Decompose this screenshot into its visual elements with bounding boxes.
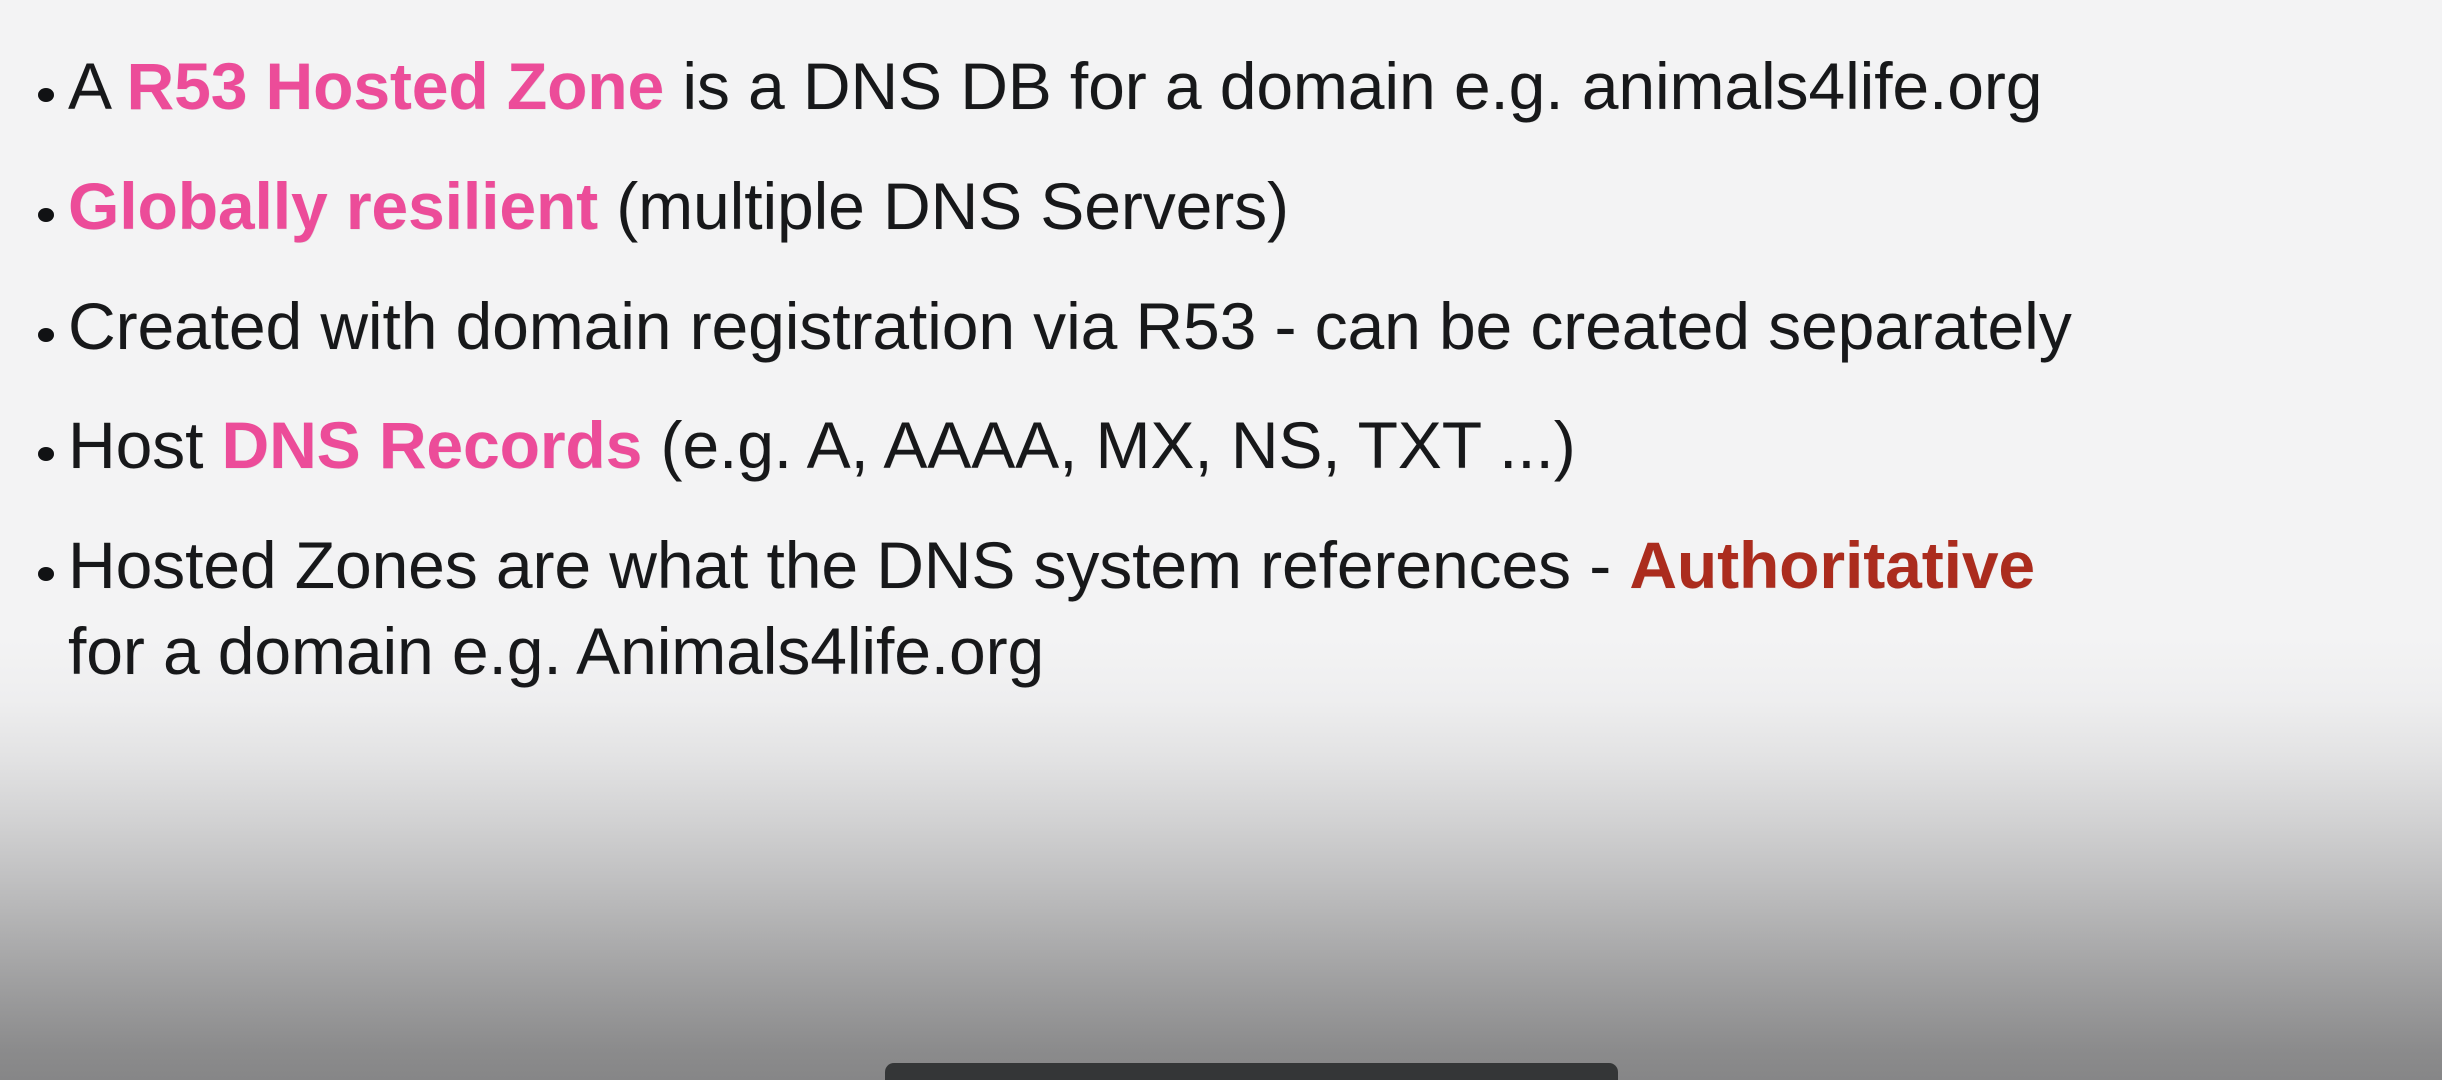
- text-segment-plain: (e.g. A, AAAA, MX, NS, TXT ...): [642, 408, 1576, 483]
- highlight-authoritative: Authoritative: [1629, 528, 2036, 603]
- bullet-point-icon: [38, 447, 68, 461]
- text-segment-plain: for a domain e.g. Animals4life.org: [68, 613, 1045, 688]
- text-segment-plain: Hosted Zones are what the DNS system ref…: [68, 528, 1630, 603]
- text-segment-plain: Created with domain registration via R53…: [68, 288, 2072, 363]
- list-item: Host DNS Records (e.g. A, AAAA, MX, NS, …: [0, 403, 2442, 489]
- list-item: Created with domain registration via R53…: [0, 284, 2442, 370]
- text-segment-plain: (multiple DNS Servers): [598, 168, 1289, 243]
- bullet-point-icon: [38, 567, 68, 581]
- list-item: Hosted Zones are what the DNS system ref…: [0, 523, 2442, 695]
- bullet-point-icon: [38, 88, 68, 102]
- text-segment-plain: A: [68, 49, 127, 123]
- bullet-text-authoritative-reference: Hosted Zones are what the DNS system ref…: [68, 523, 2128, 695]
- highlight-r53-hosted-zone: R53 Hosted Zone: [126, 49, 665, 123]
- text-segment-plain: Host: [68, 408, 222, 483]
- highlight-globally-resilient: Globally resilient: [68, 168, 599, 243]
- bullet-list: A R53 Hosted Zone is a DNS DB for a doma…: [0, 0, 2442, 729]
- list-item: Globally resilient (multiple DNS Servers…: [0, 164, 2442, 250]
- bullet-point-icon: [38, 328, 68, 342]
- bullet-text-created-with-registration: Created with domain registration via R53…: [68, 284, 2128, 370]
- video-player-control-bar[interactable]: [885, 1063, 1618, 1080]
- bullet-text-host-dns-records: Host DNS Records (e.g. A, AAAA, MX, NS, …: [68, 403, 2128, 489]
- list-item: A R53 Hosted Zone is a DNS DB for a doma…: [0, 44, 2442, 130]
- bullet-text-globally-resilient: Globally resilient (multiple DNS Servers…: [68, 164, 2128, 250]
- bullet-text-hosted-zone-definition: A R53 Hosted Zone is a DNS DB for a doma…: [68, 44, 2128, 130]
- bullet-point-icon: [38, 208, 68, 222]
- text-segment-plain: is a DNS DB for a domain e.g. animals4li…: [664, 49, 2043, 123]
- highlight-dns-records: DNS Records: [221, 408, 643, 483]
